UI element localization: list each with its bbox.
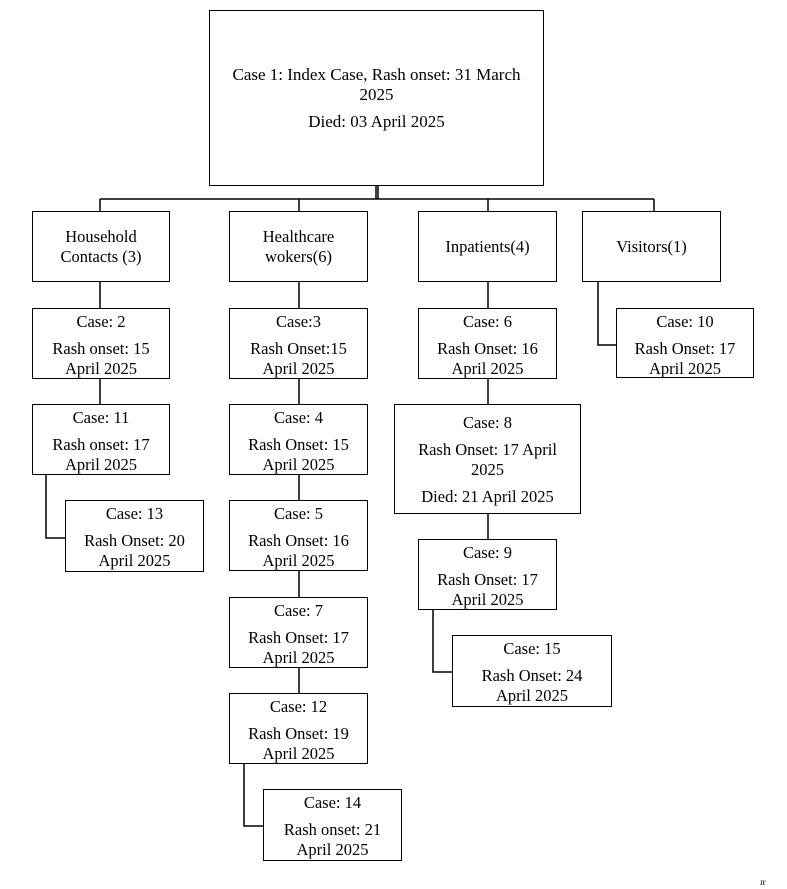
- case-title: Case: 13: [105, 504, 164, 523]
- case-box: Case: 4 Rash Onset: 15 April 2025: [229, 404, 368, 475]
- index-case-text: Case 1: Index Case, Rash onset: 31 March…: [232, 64, 521, 104]
- group-visitors: Visitors(1): [582, 211, 721, 282]
- case-title: Case: 15: [503, 639, 561, 658]
- case-title: Case: 9: [462, 543, 513, 562]
- group-household-contacts: Household Contacts (3): [32, 211, 170, 282]
- case-title: Case:3: [276, 312, 321, 331]
- case-title: Case: 2: [76, 312, 126, 331]
- connector-visitors-c10: [597, 282, 617, 346]
- case-box: Case: 13 Rash Onset: 20 April 2025: [65, 500, 204, 572]
- corner-mark: ᴊr: [760, 877, 766, 887]
- case-title: Case: 6: [462, 312, 513, 331]
- case-box: Case: 12 Rash Onset: 19 April 2025: [229, 693, 368, 764]
- case-title: Case: 10: [656, 312, 714, 331]
- case-rash-onset: Rash Onset: 19 April 2025: [248, 724, 349, 763]
- case-rash-onset: Rash Onset: 20 April 2025: [84, 531, 185, 570]
- case-title: Case: 7: [273, 601, 324, 620]
- case-rash-onset: Rash onset: 15 April 2025: [52, 339, 150, 378]
- case-rash-onset: Rash Onset: 15 April 2025: [248, 435, 349, 474]
- case-rash-onset: Rash onset: 17 April 2025: [52, 435, 150, 474]
- case-title: Case: 4: [273, 408, 324, 427]
- case-rash-onset: Rash onset: 21 April 2025: [283, 820, 382, 859]
- case-rash-onset: Rash Onset: 24 April 2025: [481, 666, 583, 705]
- connector-root-trunk: [375, 185, 379, 199]
- group-inpatients: Inpatients(4): [418, 211, 557, 282]
- case-rash-onset: Rash Onset: 17 April 2025: [248, 628, 349, 667]
- case-box: Case:3 Rash Onset:15 April 2025: [229, 308, 368, 379]
- case-box: Case: 15 Rash Onset: 24 April 2025: [452, 635, 612, 707]
- case-died: Died: 21 April 2025: [421, 487, 554, 506]
- case-box: Case: 8 Rash Onset: 17 April 2025 Died: …: [394, 404, 581, 514]
- group-visitors-label: Visitors(1): [616, 236, 687, 256]
- group-healthcare-workers: Healthcare wokers(6): [229, 211, 368, 282]
- case-title: Case: 8: [462, 413, 513, 432]
- case-box: Case: 2 Rash onset: 15 April 2025: [32, 308, 170, 379]
- group-inpatients-label: Inpatients(4): [445, 236, 530, 256]
- case-rash-onset: Rash Onset:15 April 2025: [250, 339, 347, 378]
- case-title: Case: 11: [72, 408, 130, 427]
- case-box: Case: 7 Rash Onset: 17 April 2025: [229, 597, 368, 668]
- case-rash-onset: Rash Onset: 16 April 2025: [248, 531, 349, 570]
- case-box: Case: 10 Rash Onset: 17 April 2025: [616, 308, 754, 378]
- case-title: Case: 5: [273, 504, 324, 523]
- case-box: Case: 14 Rash onset: 21 April 2025: [263, 789, 402, 861]
- connector-c12-c14: [243, 763, 264, 827]
- group-healthcare-label: Healthcare wokers(6): [262, 226, 335, 266]
- case-title: Case: 14: [303, 793, 362, 812]
- group-household-label: Household Contacts (3): [60, 226, 142, 266]
- case-rash-onset: Rash Onset: 16 April 2025: [437, 339, 538, 378]
- index-case-box: Case 1: Index Case, Rash onset: 31 March…: [209, 10, 544, 186]
- case-rash-onset: Rash Onset: 17 April 2025: [634, 339, 736, 378]
- connector-c9-c15: [432, 609, 453, 673]
- case-box: Case: 5 Rash Onset: 16 April 2025: [229, 500, 368, 571]
- case-rash-onset: Rash Onset: 17 April 2025: [418, 440, 557, 479]
- case-box: Case: 6 Rash Onset: 16 April 2025: [418, 308, 557, 379]
- case-box: Case: 9 Rash Onset: 17 April 2025: [418, 539, 557, 610]
- case-title: Case: 12: [269, 697, 328, 716]
- case-box: Case: 11 Rash onset: 17 April 2025: [32, 404, 170, 475]
- index-case-died: Died: 03 April 2025: [308, 111, 445, 131]
- case-rash-onset: Rash Onset: 17 April 2025: [437, 570, 538, 609]
- connector-c11-c13: [45, 474, 66, 539]
